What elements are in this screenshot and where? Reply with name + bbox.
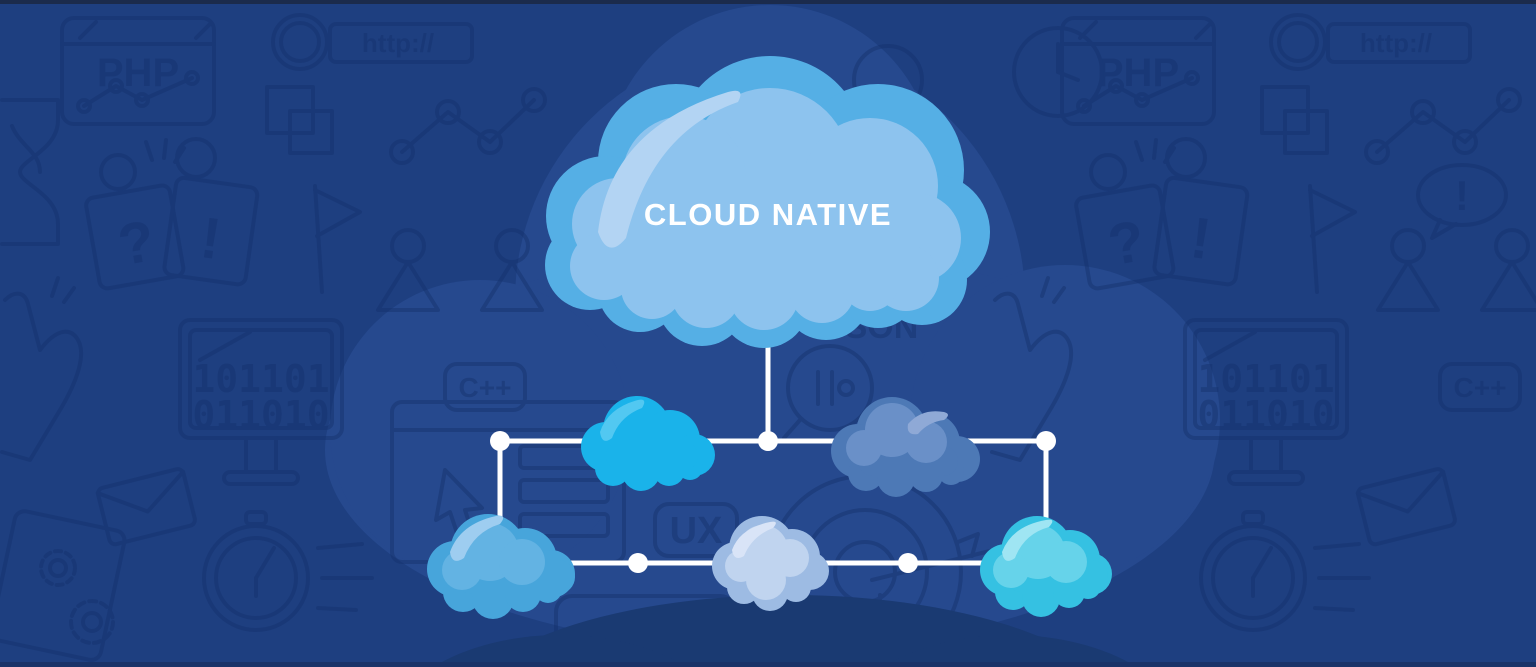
background-mound xyxy=(433,595,1137,667)
ux-tag-icon: UX xyxy=(653,502,739,558)
code-magnifier-icon xyxy=(782,344,874,440)
envelope-icon xyxy=(95,467,197,547)
node-dot-right xyxy=(1036,431,1056,451)
service-cloud-teal xyxy=(980,516,1112,617)
main-cloud xyxy=(545,56,990,348)
node-dot-bottom-right xyxy=(898,553,918,573)
people-figures-icon xyxy=(376,228,544,312)
service-cloud-blue xyxy=(427,514,575,619)
flag-icon xyxy=(313,184,362,294)
node-dot-left xyxy=(490,431,510,451)
binary-monitor-icon: 101101 011010 xyxy=(178,318,344,486)
overlapping-squares-icon xyxy=(265,85,334,155)
php-window-icon: PHP xyxy=(60,16,216,126)
speech-bubble-icon: ! xyxy=(1416,163,1508,240)
http-label: http:// xyxy=(362,28,434,58)
hourglass-icon xyxy=(0,98,60,246)
service-cloud-cyan xyxy=(581,396,715,491)
service-cloud-light xyxy=(712,516,829,611)
top-edge-strip xyxy=(0,0,1536,4)
bottom-edge-strip xyxy=(0,662,1536,667)
stopwatch-icon xyxy=(202,510,374,632)
cloud-native-title: CLOUD NATIVE xyxy=(643,197,893,232)
svg-text:!: ! xyxy=(1455,172,1469,219)
node-dot-bottom-left xyxy=(628,553,648,573)
clock-top-icon xyxy=(1012,26,1104,118)
service-cloud-slate xyxy=(831,397,980,497)
main-cloud-highlight xyxy=(598,90,741,248)
clapping-hands-icon xyxy=(0,276,84,462)
ux-label: UX xyxy=(670,510,723,552)
line-chart-icon xyxy=(389,87,547,165)
cpp-tag-icon: C++ xyxy=(443,362,527,412)
search-url-bar-icon: http:// xyxy=(271,13,474,71)
binary-row1: 101101 xyxy=(192,357,329,401)
php-label: PHP xyxy=(97,51,179,95)
node-dot-center xyxy=(758,431,778,451)
binary-row2: 011010 xyxy=(192,393,329,437)
cpp-label: C++ xyxy=(459,372,512,403)
connector-nodes xyxy=(490,431,1056,573)
gears-card-icon xyxy=(0,509,127,662)
